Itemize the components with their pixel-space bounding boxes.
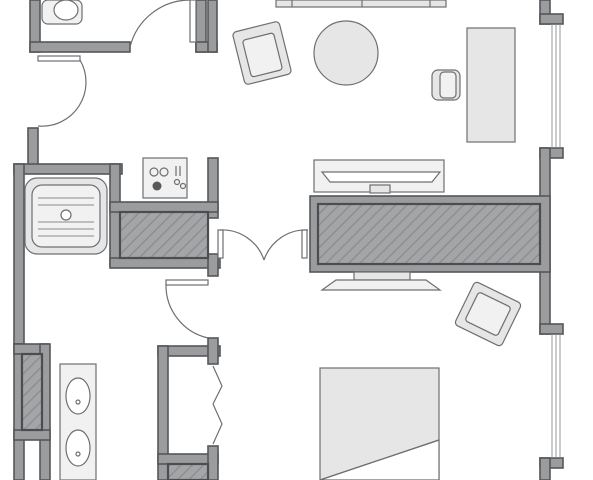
windows — [551, 24, 561, 458]
tv-icon — [320, 271, 442, 291]
door-swing-icon — [129, 0, 197, 48]
wall-right-top-cap — [539, 13, 564, 25]
wall-closet-left — [157, 345, 169, 480]
wall-kitchen-bottom — [109, 257, 221, 269]
wall-kitchen-top — [13, 163, 123, 175]
desk-icon — [466, 27, 516, 143]
wall-kitchen-counter-top — [109, 201, 219, 213]
kitchen-counter-block — [118, 210, 210, 260]
tv-icon — [313, 159, 445, 194]
bath-bottom-hatch-block — [20, 352, 44, 432]
wall-right-mid-cap2 — [539, 323, 564, 335]
double-vanity-icon — [59, 363, 97, 480]
wall-bath-top-bottom — [29, 41, 131, 53]
wall-kitchen-inner — [109, 163, 121, 267]
toilet-icon — [41, 0, 83, 25]
desk-chair-icon — [431, 69, 461, 101]
wall-right-bottom — [539, 457, 551, 480]
wall-kitchen-left — [13, 163, 25, 345]
armchair-icon — [232, 21, 292, 85]
door-swing-icon — [212, 365, 223, 445]
bed-icon — [319, 367, 440, 480]
kitchen-sink-icon — [24, 177, 108, 255]
wall-bath-top-right — [207, 0, 218, 53]
round-table-icon — [313, 20, 379, 86]
wall-kitchen-right-lower — [207, 253, 219, 277]
door-swing-icon — [37, 55, 87, 127]
sofa-icon — [275, 0, 447, 8]
armchair-icon — [454, 281, 522, 347]
closet-hatch-block — [166, 462, 210, 480]
door-swing-icon — [217, 229, 309, 261]
stove-icon — [142, 157, 188, 199]
wall-bath-bottom-lower-cap — [13, 429, 51, 441]
wall-kitchen-right-upper — [207, 157, 219, 219]
partition-hatch-block — [316, 202, 542, 266]
wall-closet-right-stub — [207, 337, 219, 365]
door-swing-icon — [165, 279, 209, 339]
wall-closet-right-bottom — [207, 445, 219, 480]
